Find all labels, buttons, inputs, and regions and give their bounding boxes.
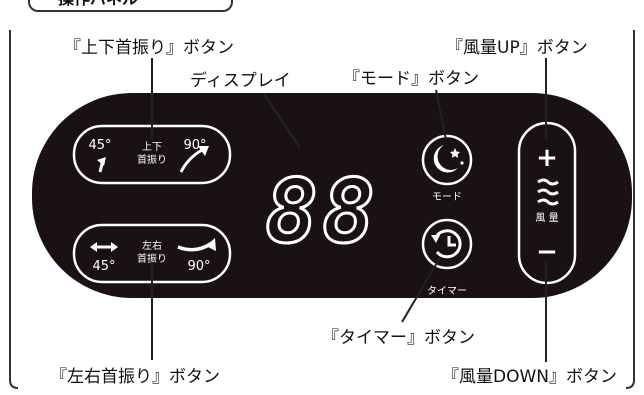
frame-left-line [9, 30, 19, 389]
star-icon [450, 148, 460, 158]
frame-right-line [625, 30, 635, 389]
leftright-callout: 『左右首振り』ボタン [50, 367, 220, 387]
fanup-callout: 『風量UP』ボタン [446, 38, 588, 58]
wind-icon-line1 [537, 178, 559, 186]
moon-icon [433, 145, 458, 173]
updown-label-line1: 上下 [142, 141, 162, 153]
updown-arrow-low-icon [97, 157, 106, 166]
leftright-label-line2: 首振り [137, 252, 167, 265]
fandown-callout: 『風量DOWN』ボタン [442, 367, 617, 387]
timer-leader-line [401, 257, 441, 323]
timer-button-outline [421, 218, 473, 270]
timer-button[interactable] [421, 218, 473, 270]
wind-icon-line2 [537, 188, 559, 196]
leftright-angle-high: 90° [187, 259, 210, 274]
leftright-angle-low: 45° [92, 259, 115, 274]
clock-icon [434, 229, 462, 259]
mode-leader-line [435, 89, 447, 141]
updown-arrow-high-icon [198, 146, 209, 156]
sparkle-icon [460, 161, 464, 165]
leftright-label-line1: 左右 [142, 239, 162, 252]
updown-label-line2: 首振り [137, 153, 167, 166]
updown-angle-low: 45° [88, 138, 111, 153]
timer-callout: 『タイマー』ボタン [322, 328, 475, 348]
header-tab: 操作パネル [28, 0, 233, 12]
fan-plus-icon[interactable]: + [536, 143, 558, 173]
segment-display: 88 [265, 160, 379, 263]
display-callout: ディスプレイ [190, 71, 291, 91]
updown-angle-high: 90° [183, 138, 206, 153]
leftright-arrow-low-right-icon [111, 242, 118, 252]
leftright-arrow-low-left-icon [90, 242, 97, 252]
wind-icon-line3 [537, 198, 559, 206]
fan-button-label: 風 量 [535, 212, 558, 224]
leftright-arrow-high-icon [206, 238, 216, 251]
updown-arrow-high-shaft [179, 148, 203, 173]
mode-button-outline [421, 134, 473, 186]
display-leader-line [263, 93, 301, 149]
mode-callout: 『モード』ボタン [343, 69, 479, 89]
mode-button[interactable] [421, 134, 473, 186]
clock-hands-icon [447, 236, 456, 247]
fan-minus-icon[interactable]: − [536, 237, 558, 267]
updown-callout: 『上下首振り』ボタン [64, 38, 234, 58]
clock-arrow-icon [431, 235, 440, 243]
mode-button-label: モード [432, 192, 462, 203]
timer-button-label: タイマー [427, 285, 467, 297]
